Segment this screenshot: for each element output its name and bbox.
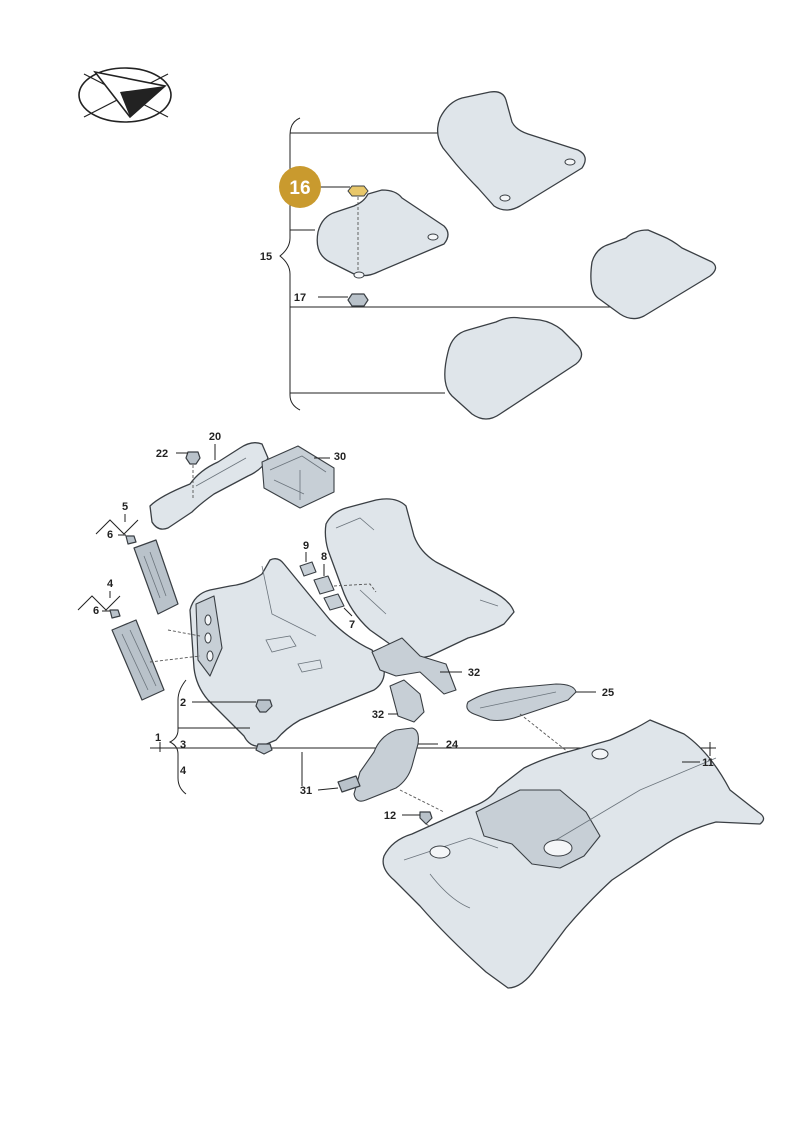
callout-24: 24 <box>446 739 459 751</box>
floor-mat-rear-right <box>590 229 717 320</box>
callout-labels: 1 2 3 4 4 5 6 6 7 8 9 11 12 15 17 20 22 … <box>93 251 714 822</box>
callout-2: 2 <box>180 697 186 709</box>
floor-assembly-group <box>102 442 765 989</box>
callout-7: 7 <box>349 619 355 631</box>
door-sill-mat-lower <box>111 619 165 701</box>
floor-mat-rear-left <box>444 316 583 420</box>
callout-5: 5 <box>122 501 128 513</box>
highlight-badge <box>279 166 321 208</box>
callout-20: 20 <box>209 431 221 443</box>
callout-22: 22 <box>156 448 168 460</box>
callout-1: 1 <box>155 732 161 744</box>
group-brackets <box>77 514 139 611</box>
floor-mat-front-left <box>316 189 449 277</box>
callout-25: 25 <box>602 687 614 699</box>
callout-31: 31 <box>300 785 312 797</box>
callout-9: 9 <box>303 540 309 552</box>
callout-12: 12 <box>384 810 396 822</box>
callout-32-lower: 32 <box>372 709 384 721</box>
paper-plane-logo-icon <box>78 67 172 123</box>
trim-panel-32 <box>389 679 425 723</box>
callout-32-upper: 32 <box>468 667 480 679</box>
bracket-module <box>261 445 335 509</box>
callout-4-lower: 4 <box>180 765 187 777</box>
front-floor-carpet-right <box>324 498 515 659</box>
floor-mat-front-right <box>436 91 586 211</box>
callout-11: 11 <box>702 757 714 769</box>
callout-30: 30 <box>334 451 346 463</box>
trim-panel-24 <box>353 727 419 802</box>
highlight-badge-label: 16 <box>289 178 310 199</box>
door-sill-mat-upper <box>133 539 179 615</box>
callout-17: 17 <box>294 292 306 304</box>
air-duct <box>149 442 269 530</box>
callout-6-upper: 6 <box>107 529 113 541</box>
callout-4: 4 <box>107 578 114 590</box>
callout-3: 3 <box>180 739 186 751</box>
callout-8: 8 <box>321 551 327 563</box>
floor-mats-group: 16 <box>279 91 717 420</box>
callout-15: 15 <box>260 251 272 263</box>
callout-6-lower: 6 <box>93 605 99 617</box>
